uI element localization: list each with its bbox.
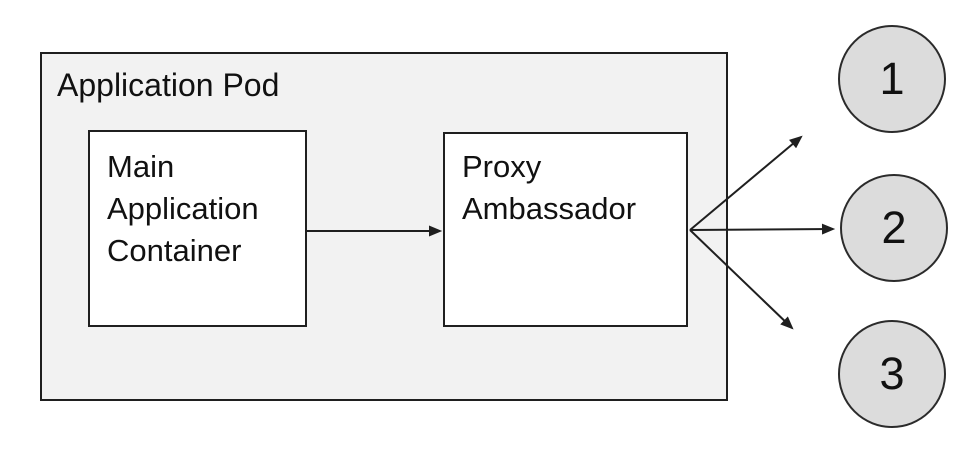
endpoint-1-label: 1	[879, 53, 905, 104]
endpoint-circle-3: 3	[838, 320, 946, 428]
endpoint-3-label: 3	[879, 348, 905, 399]
endpoint-circle-2: 2	[840, 174, 948, 282]
node-main-application-container: Main Application Container	[88, 130, 307, 327]
main-application-container-label: Main Application Container	[107, 149, 259, 268]
endpoint-circle-1: 1	[838, 25, 946, 133]
endpoint-2-label: 2	[881, 202, 907, 253]
application-pod-label: Application Pod	[57, 67, 280, 103]
node-proxy-ambassador: Proxy Ambassador	[443, 132, 688, 327]
proxy-ambassador-label: Proxy Ambassador	[462, 149, 637, 226]
